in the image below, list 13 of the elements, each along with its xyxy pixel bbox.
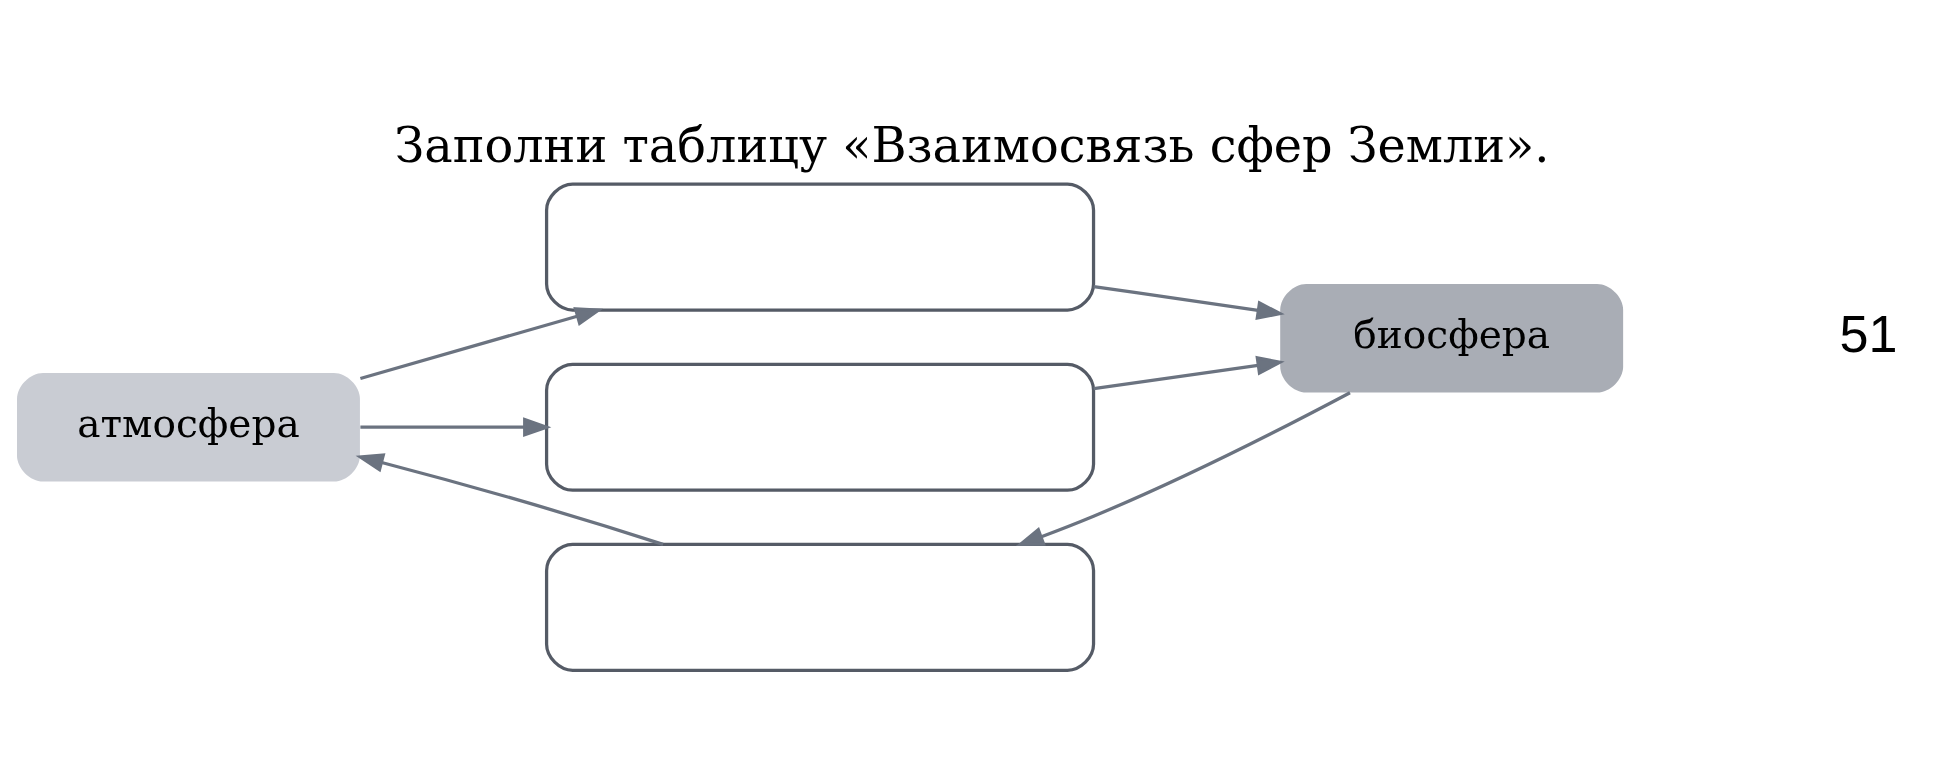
arrow [1015, 390, 1351, 546]
arrow [355, 452, 664, 546]
node-box [544, 182, 1096, 312]
node-box: атмосфера [17, 372, 360, 481]
node-box [544, 362, 1096, 492]
node-box: биосфера [1280, 283, 1624, 392]
arrow [360, 416, 552, 437]
diagram-title: Заполни таблицу «Взаимосвязь сфер Земли». [394, 117, 1550, 173]
arrow [359, 306, 604, 380]
label: 51 [1839, 304, 1898, 363]
arrow [1093, 355, 1285, 390]
node-box [544, 542, 1096, 672]
arrow [1093, 284, 1285, 320]
